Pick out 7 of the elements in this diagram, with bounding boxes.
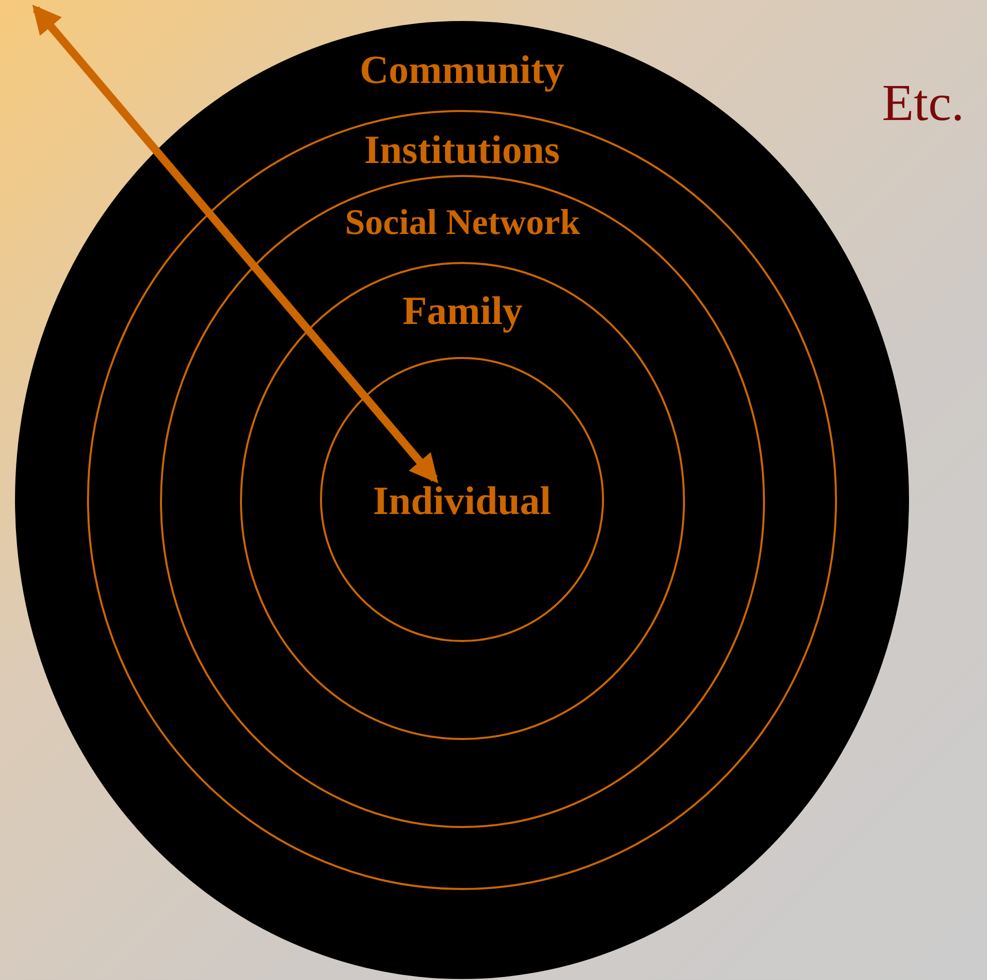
layer-label: Individual xyxy=(373,481,551,521)
layer-label: Community xyxy=(360,50,564,90)
layer-label: Family xyxy=(402,291,522,331)
layer-label: Institutions xyxy=(364,130,560,170)
double-headed-arrow xyxy=(32,4,438,484)
layer-label: Social Network xyxy=(345,204,580,240)
note-text: Etc. xyxy=(882,78,964,130)
